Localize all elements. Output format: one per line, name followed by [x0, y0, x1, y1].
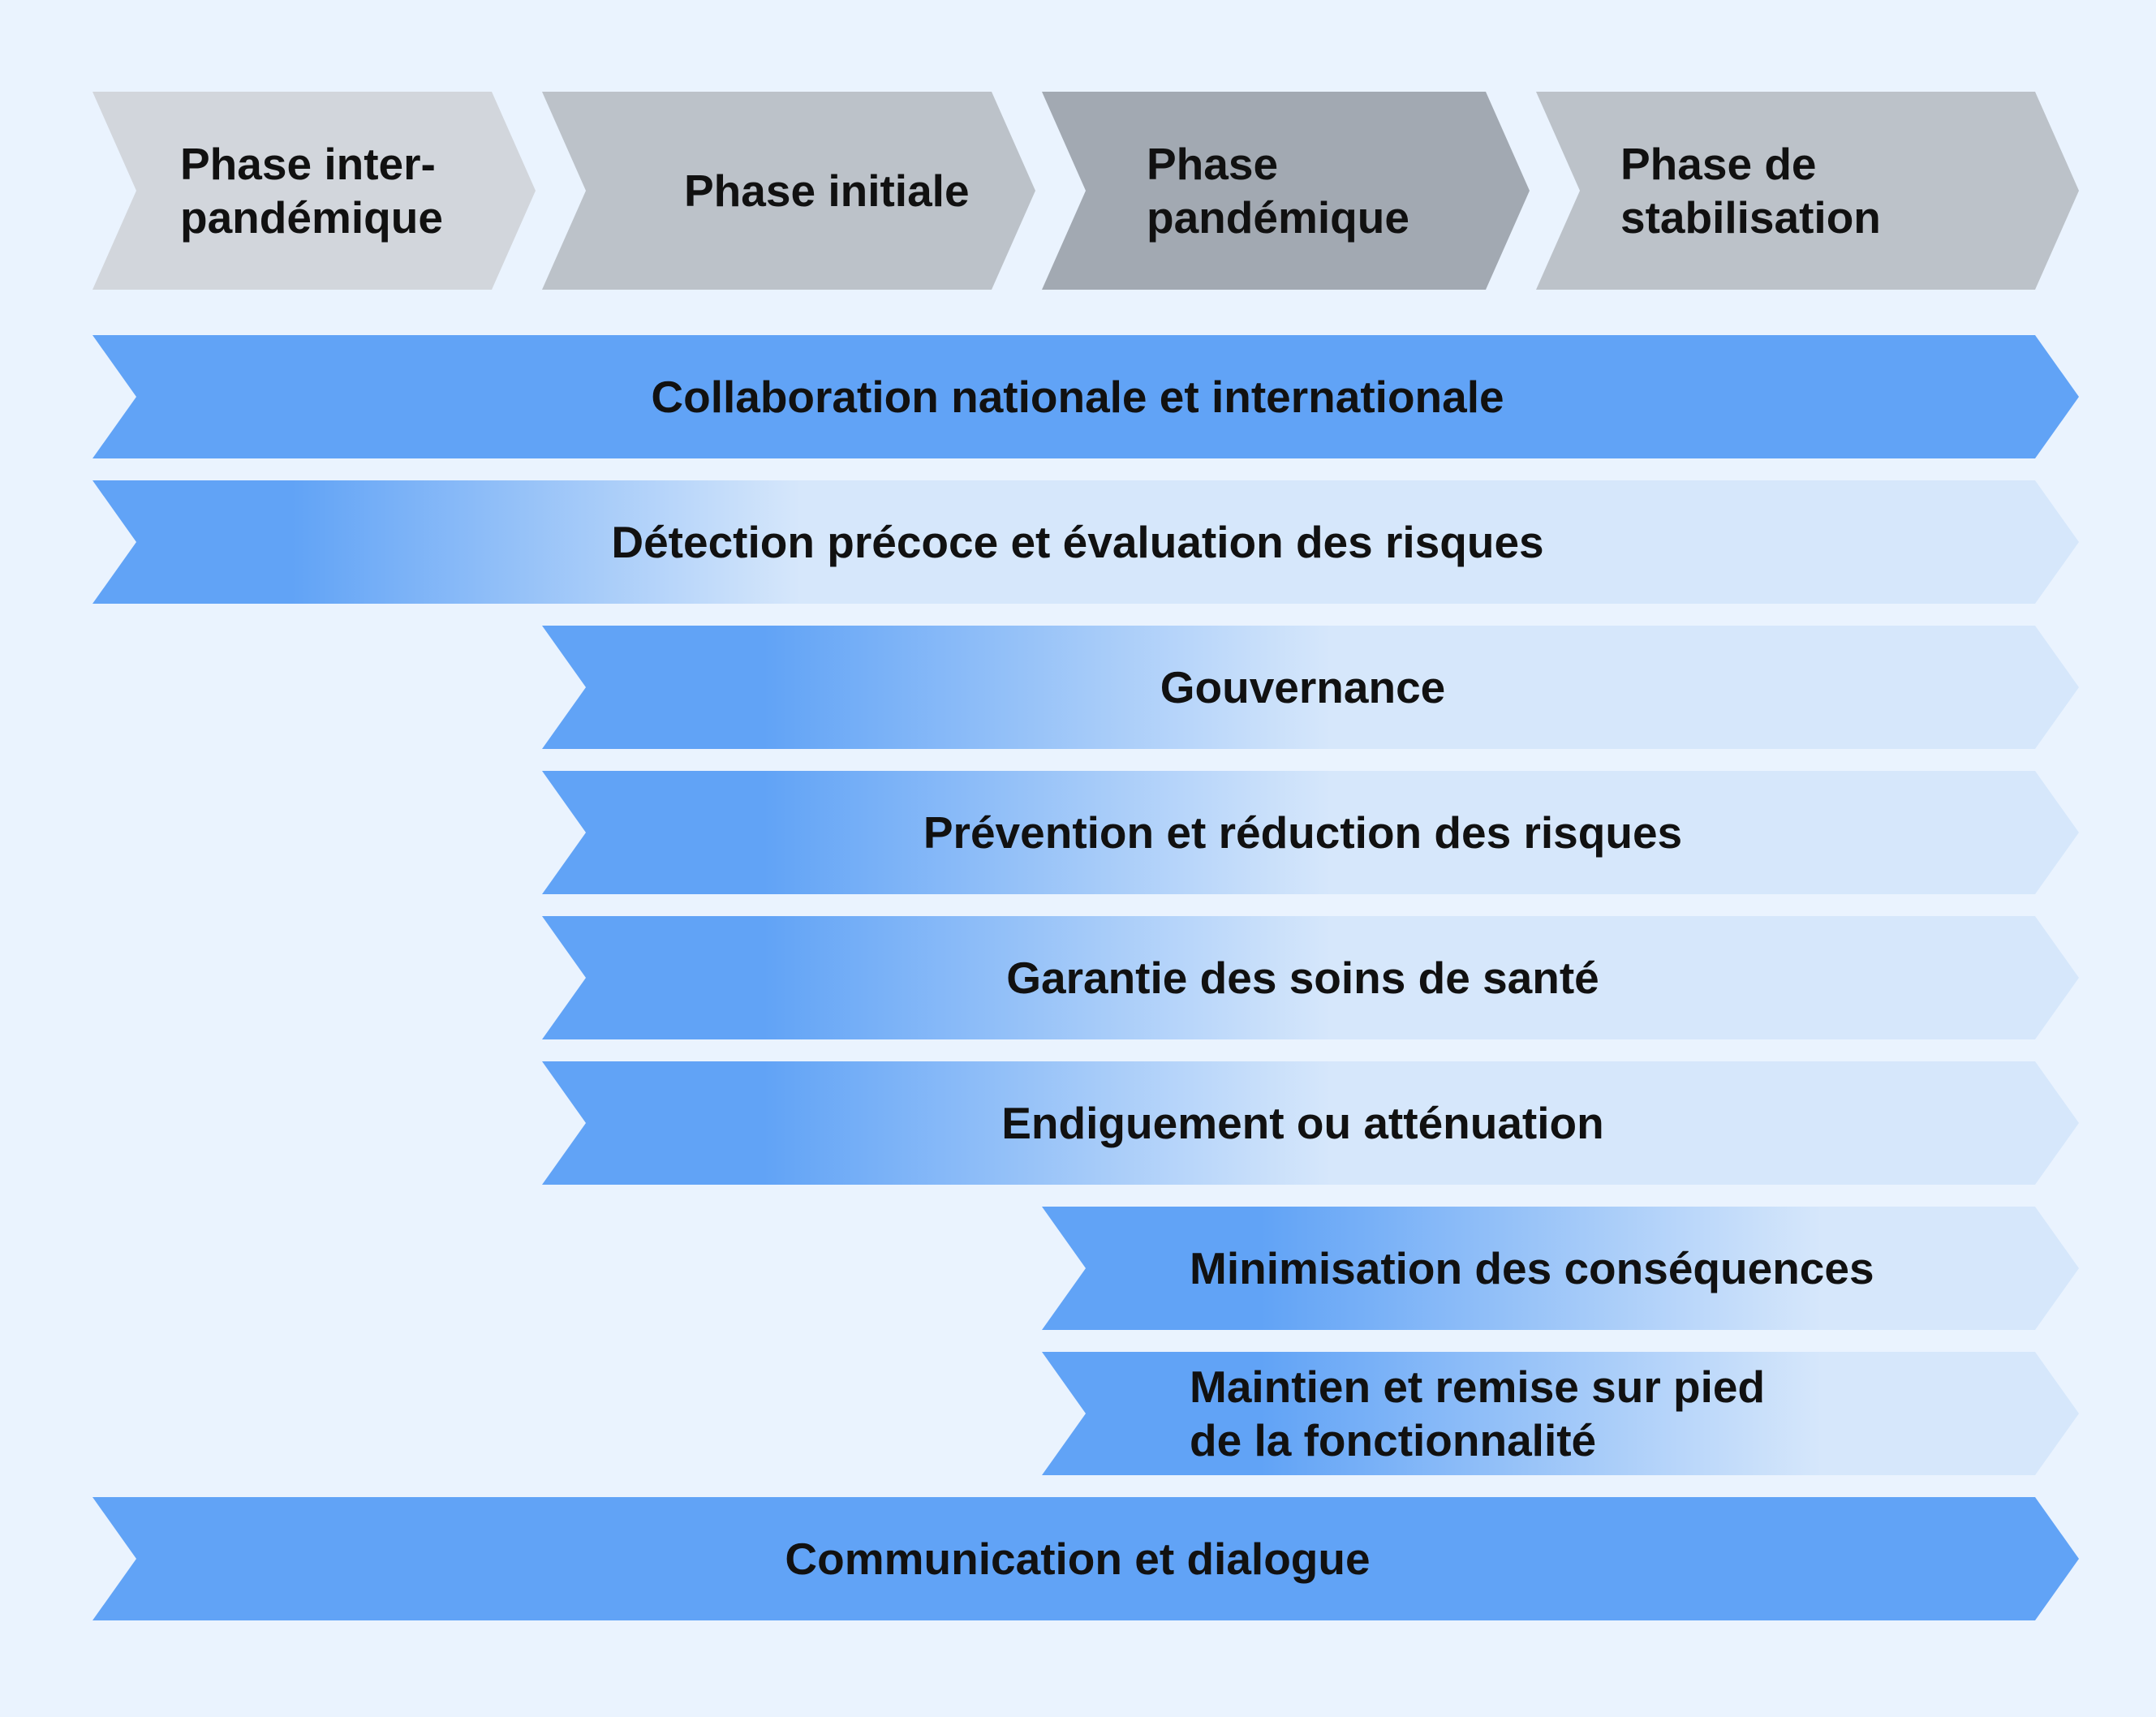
phase-chevron-pandemic	[1042, 92, 1530, 290]
band-chevron-healthcare	[542, 916, 2079, 1039]
band-chevron-maintenance	[1042, 1352, 2079, 1475]
phase-chevron-interpandemic	[93, 92, 536, 290]
band-chevron-minimisation	[1042, 1207, 2079, 1330]
phase-chevron-initial	[542, 92, 1035, 290]
band-chevron-governance	[542, 626, 2079, 749]
band-chevron-collaboration	[93, 335, 2079, 458]
phase-chevron-stabilisation	[1536, 92, 2079, 290]
band-chevron-communication	[93, 1497, 2079, 1620]
band-chevron-containment	[542, 1061, 2079, 1185]
band-chevron-prevention	[542, 771, 2079, 894]
band-chevron-detection	[93, 480, 2079, 604]
